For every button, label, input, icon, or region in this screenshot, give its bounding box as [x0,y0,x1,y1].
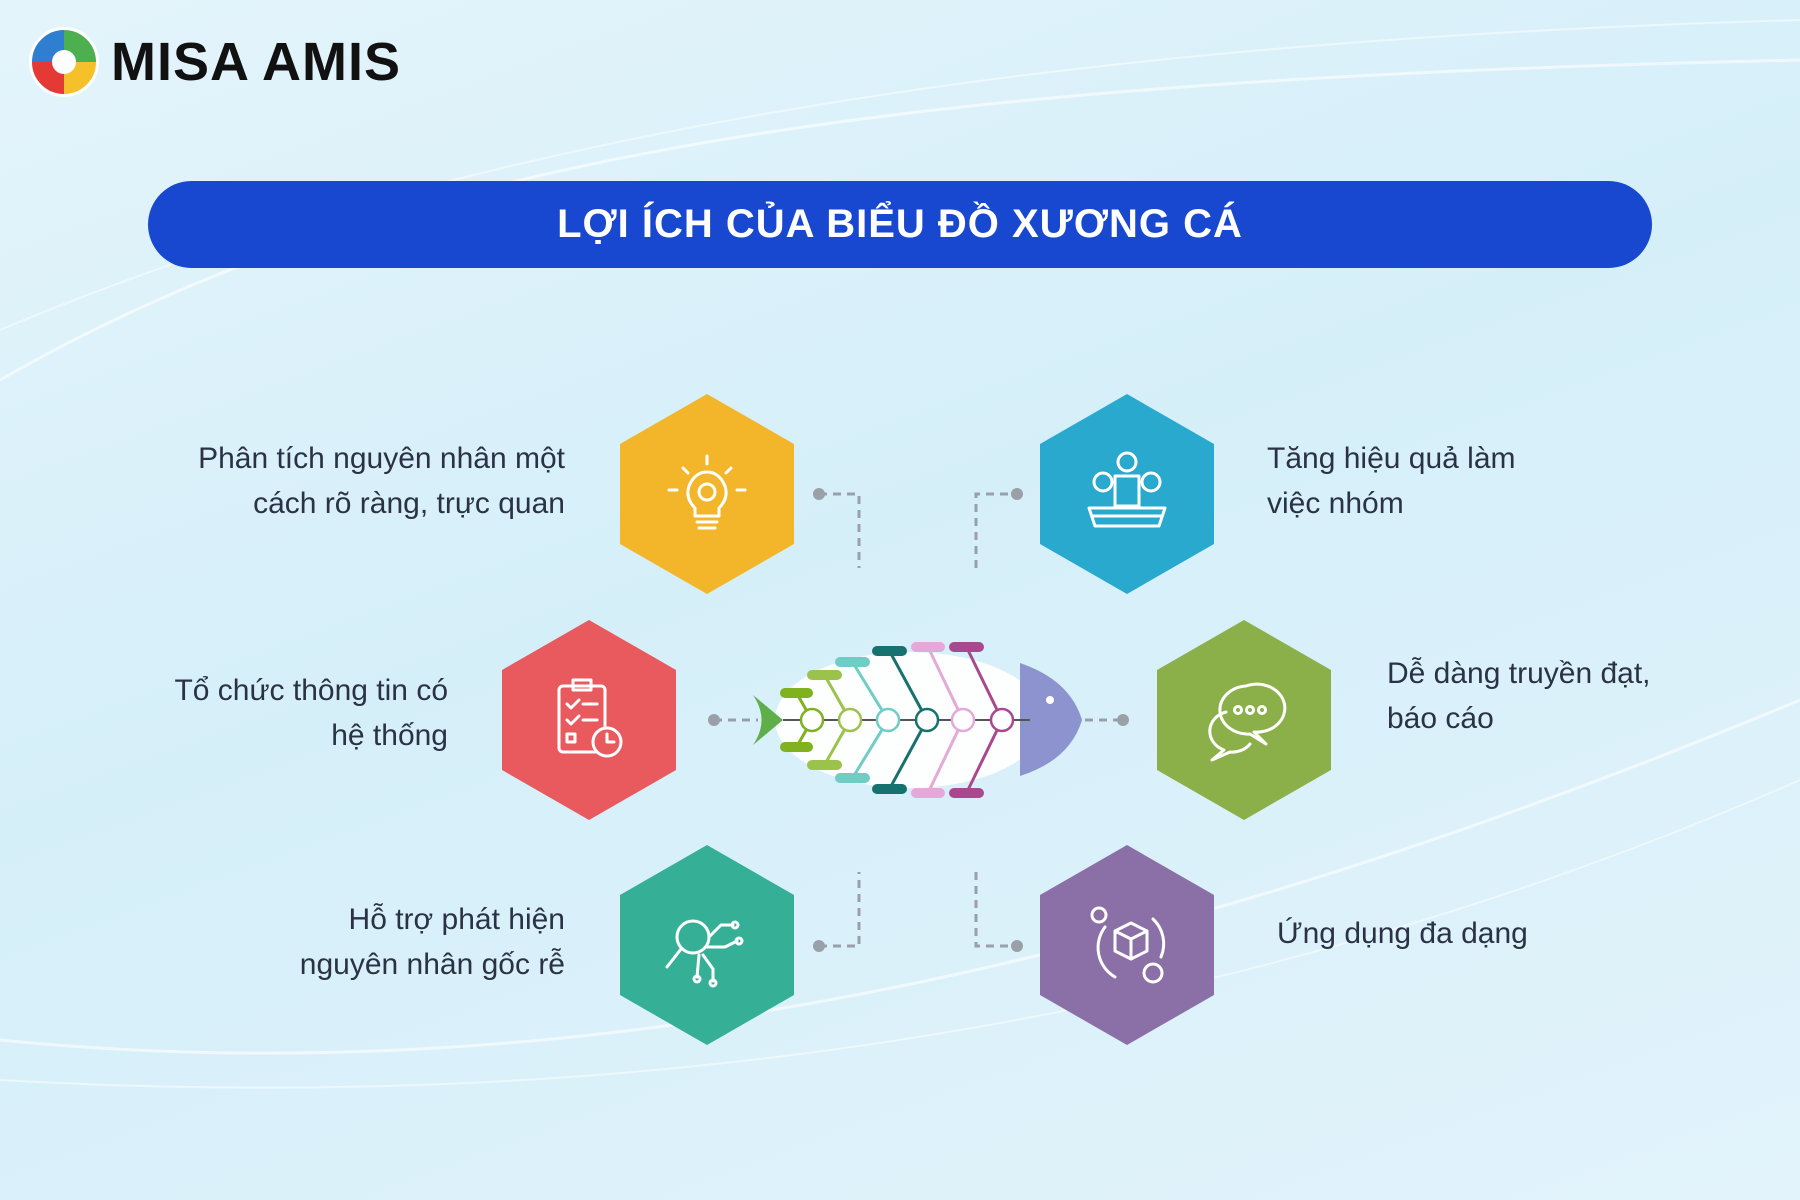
benefit-text: Hỗ trợ phát hiện nguyên nhân gốc rễ [300,897,565,987]
benefit-text-line: hệ thống [331,719,448,752]
benefit-text-line: Ứng dụng đa dạng [1277,917,1528,950]
fish-bone-label-bar [780,688,813,698]
fish-bone-label-bar [835,657,870,667]
fish-node [950,707,976,733]
benefit-text-line: Hỗ trợ phát hiện [348,903,565,936]
fish-bone-label-bar [807,670,842,680]
chat-bubbles-icon [1208,682,1287,762]
benefit-text-line: việc nhóm [1267,487,1404,520]
lightbulb-gear-icon [667,454,747,530]
benefit-text-line: Tăng hiệu quả làm [1267,442,1516,475]
benefit-text: Tổ chức thông tin có hệ thống [174,668,448,758]
misa-amis-logo: MISA AMIS [29,27,401,97]
team-meeting-icon [1087,451,1167,528]
magnifier-network-icon [665,919,744,988]
benefit-text-line: Dễ dàng truyền đạt, [1387,657,1651,690]
fish-bone-label-bar [911,788,945,798]
benefit-text: Dễ dàng truyền đạt, báo cáo [1387,651,1651,741]
benefit-text-line: cách rõ ràng, trực quan [253,487,565,520]
fish-bone-label-bar [872,784,907,794]
fish-node [989,707,1015,733]
fish-node [914,707,940,733]
fish-bone [888,719,929,790]
fish-tail [753,695,783,745]
benefit-text-line: báo cáo [1387,702,1494,735]
fish-bone [965,646,1004,721]
fish-bone-label-bar [949,642,984,652]
title-banner: LỢI ÍCH CỦA BIỂU ĐỒ XƯƠNG CÁ [148,181,1652,268]
benefit-text-line: Tổ chức thông tin có [174,674,448,707]
benefit-text: Tăng hiệu quả làm việc nhóm [1267,436,1516,526]
fish-bone [965,719,1004,794]
fish-bone [926,719,965,794]
fish-bone-label-bar [780,742,813,752]
fish-bone-label-bar [835,773,870,783]
fish-bone [888,650,929,721]
fish-bone-label-bar [872,646,907,656]
logo-text: MISA AMIS [111,32,401,92]
box-cycle-gear-icon [1090,906,1166,984]
fish-bone-label-bar [949,788,984,798]
benefit-text-line: Phân tích nguyên nhân một [198,442,565,475]
fishbone-diagram [753,642,1082,798]
fish-bone-label-bar [807,760,842,770]
fish-bone-label-bar [911,642,945,652]
fish-head [1020,663,1082,776]
fish-node [837,707,863,733]
logo-mark-icon [29,27,99,97]
checklist-clock-icon [557,678,623,758]
benefit-text: Ứng dụng đa dạng [1277,911,1528,956]
fish-node [875,707,901,733]
benefit-text-line: nguyên nhân gốc rễ [299,948,565,981]
benefit-text: Phân tích nguyên nhân một cách rõ ràng, t… [198,436,565,526]
fish-bone [926,646,965,721]
fish-node [799,707,825,733]
